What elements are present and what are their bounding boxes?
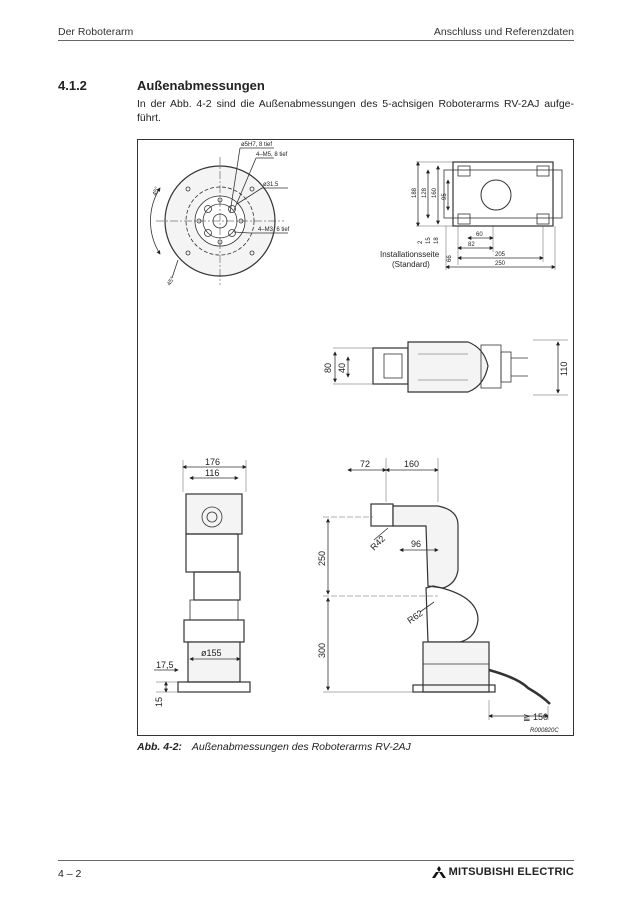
base-dim-82: 82 (468, 242, 475, 248)
flange-angle-label: 45° (152, 186, 161, 197)
base-dim-15: 15 (426, 237, 432, 244)
base-dim-95: 95 (442, 193, 448, 200)
page-number: 4 – 2 (58, 868, 82, 880)
base-dim-250: 250 (495, 261, 506, 267)
flange-m3-label: 4–M3, 6 tief (258, 227, 290, 233)
side-dim-72: 72 (360, 459, 370, 469)
side-dim-250: 250 (317, 551, 327, 566)
brand-name: MITSUBISHI ELECTRIC (448, 866, 574, 878)
install-side-standard: (Standard) (392, 260, 430, 269)
base-dim-205: 205 (495, 252, 506, 258)
side-radius-42: R42 (368, 534, 387, 553)
front-dim-116: 116 (205, 468, 219, 478)
arm-top-view (333, 339, 568, 396)
base-dim-18: 18 (434, 237, 440, 244)
base-top-view (416, 161, 563, 270)
section-title: Außenabmessungen (137, 78, 265, 93)
flange-bore-label: ø5H7, 8 tief (241, 142, 272, 148)
side-dim-160: 160 (404, 459, 419, 469)
front-dim-176: 176 (205, 457, 220, 467)
base-dim-2: 2 (418, 240, 424, 244)
header-rule (58, 40, 574, 41)
figure-caption: Abb. 4-2: Außenabmessungen des Roboterarm… (137, 741, 411, 753)
base-dim-60: 60 (476, 232, 483, 238)
brand-logo: MITSUBISHI ELECTRIC (431, 866, 574, 878)
caption-text: Außenabmessungen des Roboterarms RV-2AJ (191, 741, 411, 753)
dimension-drawing: ø5H7, 8 tief 4–M5, 8 tief ø31.5 4–M3, 6 … (137, 139, 574, 736)
arm-front-view (154, 460, 251, 693)
side-dim-96: 96 (411, 539, 421, 549)
top-dim-110: 110 (559, 362, 569, 376)
flange-view (150, 147, 288, 285)
running-header-left: Der Roboterarm (58, 26, 134, 38)
flange-pcd-label: ø31.5 (263, 182, 279, 188)
side-dim-300: 300 (317, 643, 327, 658)
base-dim-160: 160 (432, 187, 438, 198)
caption-label: Abb. 4-2: (137, 741, 182, 753)
top-dim-80: 80 (323, 363, 333, 373)
footer-rule (58, 860, 574, 861)
drawing-canvas: ø5H7, 8 tief 4–M5, 8 tief ø31.5 4–M3, 6 … (150, 142, 569, 734)
intro-paragraph: In der Abb. 4-2 sind die Außenabmessunge… (137, 98, 574, 124)
flange-angle-label-b: 45° (167, 276, 177, 287)
flange-m5-label: 4–M5, 8 tief (256, 152, 288, 158)
section-number: 4.1.2 (58, 78, 87, 93)
front-dim-17-5: 17,5 (156, 660, 174, 670)
side-dim-150: ≧ 150 (523, 712, 548, 722)
top-dim-40: 40 (337, 363, 347, 373)
arm-side-view (323, 458, 551, 720)
base-dim-66: 66 (447, 255, 453, 262)
front-dim-155: ø155 (201, 648, 222, 658)
running-header-right: Anschluss und Referenzdaten (433, 26, 574, 38)
base-dim-188: 188 (412, 187, 418, 198)
install-side-label: Installationsseite (380, 250, 440, 259)
drawing-id: R000820C (530, 728, 559, 734)
front-dim-15: 15 (154, 697, 164, 707)
mitsubishi-three-diamonds-icon (431, 866, 446, 878)
base-dim-128: 128 (422, 187, 428, 198)
